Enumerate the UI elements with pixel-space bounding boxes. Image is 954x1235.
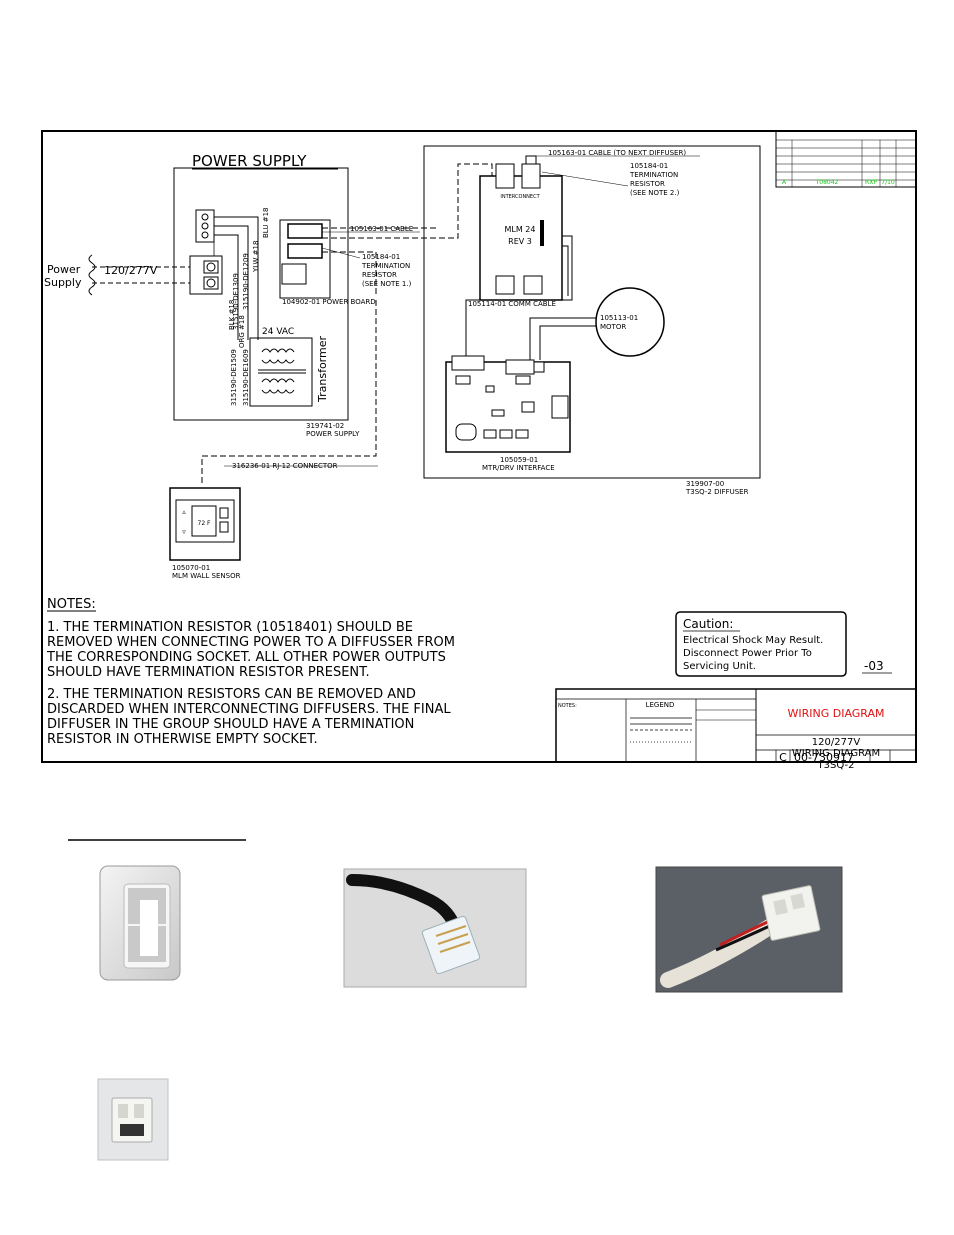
revision-by: RXP	[865, 179, 877, 186]
wire-label-de1509: 315190-DE1509	[230, 349, 238, 406]
revision-date: 7/10	[881, 179, 895, 186]
wall-sensor-display: 72 F	[198, 520, 212, 527]
power-supply: POWER SUPPLY Power Supply 120/277V BLU #…	[44, 152, 420, 438]
note-2-line-4: RESISTOR IN OTHERWISE EMPTY SOCKET.	[47, 732, 318, 747]
notes: NOTES: 1. THE TERMINATION RESISTOR (1051…	[46, 597, 455, 747]
wire-label-de1609: 315190-DE1609	[242, 349, 250, 406]
rj-cable-photo	[343, 868, 527, 988]
revision-rev: A	[782, 179, 787, 186]
ps-part-number: 319741-02	[306, 422, 344, 430]
low-voltage-terminal	[195, 209, 215, 243]
wire-label-de1209: 315190-DE1209	[242, 253, 250, 310]
field-wiring: 316236-01 RJ-12 CONNECTOR	[201, 163, 493, 486]
wire-label-de1309: 315190-DE1309	[232, 273, 240, 330]
termination-resistor-photo	[97, 1078, 169, 1161]
motor-label-2: MOTOR	[600, 323, 626, 331]
ps-resistor-label-1: 105184-01	[362, 253, 400, 261]
vac-label: 24 VAC	[262, 327, 294, 337]
wire-label-org: ORG #18	[238, 315, 246, 348]
wall-sensor-part-label: MLM WALL SENSOR	[172, 572, 241, 580]
comm-cable-label: 105114-01 COMM CABLE	[468, 300, 556, 308]
wire-label-blu: BLU #18	[262, 208, 270, 238]
notes-heading: NOTES:	[47, 597, 96, 612]
note-2-line-3: DIFFUSER IN THE GROUP SHOULD HAVE A TERM…	[47, 717, 414, 732]
drawing-size: C	[779, 751, 787, 764]
termination-resistor-socket	[287, 243, 323, 259]
up-arrow-icon: ▵	[182, 508, 186, 516]
drawing-subtitle-1: 120/277V	[812, 737, 861, 748]
next-diffuser-cable-label: 105163-01 CABLE (TO NEXT DIFFUSER)	[548, 149, 686, 157]
motor-label-1: 105113-01	[600, 314, 638, 322]
power-input-label-1: Power	[47, 263, 81, 276]
ps-resistor-label-2: TERMINATION	[361, 262, 410, 270]
note-2-line-2: DISCARDED WHEN INTERCONNECTING DIFFUSERS…	[47, 702, 451, 717]
power-board-label: 104902-01 POWER BOARD	[282, 298, 376, 306]
down-arrow-icon: ▿	[182, 528, 186, 536]
power-supply-title: POWER SUPPLY	[192, 152, 307, 170]
diffuser-enclosure	[423, 145, 761, 479]
cable-socket	[287, 223, 323, 239]
revision-ecn: T08042	[815, 179, 839, 186]
wire-label-blk: BLK #18	[228, 300, 236, 330]
wall-sensor-part-number: 105070-01	[172, 564, 210, 572]
module-top-label: INTERCONNECT	[500, 194, 540, 200]
note-1-line-2: REMOVED WHEN CONNECTING POWER TO A DIFFU…	[47, 635, 455, 650]
module-label-1: MLM 24	[505, 225, 536, 234]
diff-resistor-label-4: (SEE NOTE 2.)	[630, 189, 680, 197]
power-board	[279, 219, 331, 299]
power-input-label-2: Supply	[44, 276, 82, 289]
caution-line-2: Disconnect Power Prior To	[683, 648, 812, 659]
revision-block: A T08042 RXP 7/10	[775, 130, 917, 188]
diff-resistor-label-1: 105184-01	[630, 162, 668, 170]
transformer-label: Transformer	[316, 336, 329, 403]
title-block-notes: NOTES:	[558, 703, 577, 709]
ps-resistor-label-3: RESISTOR	[362, 271, 397, 279]
note-1-line-4: SHOULD HAVE TERMINATION RESISTOR PRESENT…	[47, 665, 370, 680]
ps-part-label: POWER SUPPLY	[306, 430, 360, 438]
drawing-subtitle-3: T3SQ-2	[817, 760, 855, 771]
interface-label-1: 105059-01	[500, 456, 538, 464]
caution-line-3: Servicing Unit.	[683, 661, 756, 672]
line-input-terminal	[189, 255, 223, 295]
drawing-title: WIRING DIAGRAM	[787, 707, 884, 720]
wire-label-ylw: YLW #18	[252, 241, 260, 273]
diff-resistor-label-2: TERMINATION	[629, 171, 678, 179]
drawing-subtitle-2: WIRING DIAGRAM	[792, 748, 880, 759]
diff-resistor-label-3: RESISTOR	[630, 180, 665, 188]
interface-label-2: MTR/DRV INTERFACE	[482, 464, 555, 472]
motor	[595, 287, 665, 357]
wall-sensor-photo	[99, 865, 181, 981]
ps-cable-label: 105163-01 CABLE	[350, 225, 413, 233]
diffuser: 105163-01 CABLE (TO NEXT DIFFUSER) INTER…	[423, 145, 761, 496]
title-block: NOTES: LEGEND WIRING DIAGRAM 120/277V WI…	[555, 688, 917, 771]
caution-title: Caution:	[683, 617, 733, 631]
wall-sensor: 72 F ▵ ▿ 105070-01 MLM WALL SENSOR	[169, 487, 241, 580]
note-1-line-3: THE CORRESPONDING SOCKET. ALL OTHER POWE…	[46, 650, 446, 665]
caution-line-1: Electrical Shock May Result.	[683, 635, 823, 646]
power-supply-enclosure	[173, 167, 349, 421]
drawing-number: 00-730917	[794, 751, 854, 764]
voltage-label: 120/277V	[104, 264, 158, 277]
transformer	[249, 337, 313, 407]
diffuser-part-label: T3SQ-2 DIFFUSER	[685, 488, 749, 496]
caution-box: Caution: Electrical Shock May Result. Di…	[675, 611, 892, 677]
note-2-line-1: 2. THE TERMINATION RESISTORS CAN BE REMO…	[47, 687, 416, 702]
ps-resistor-label-4: (SEE NOTE 1.)	[362, 280, 412, 288]
note-1-line-1: 1. THE TERMINATION RESISTOR (10518401) S…	[47, 620, 413, 635]
title-block-legend: LEGEND	[646, 701, 675, 709]
diffuser-part-number: 319907-00	[686, 480, 724, 488]
mlm-module	[479, 175, 563, 301]
module-label-2: REV 3	[508, 237, 532, 246]
sheet-suffix: -03	[864, 659, 884, 673]
power-cable-photo	[655, 866, 843, 993]
drawing-frame	[41, 130, 917, 763]
